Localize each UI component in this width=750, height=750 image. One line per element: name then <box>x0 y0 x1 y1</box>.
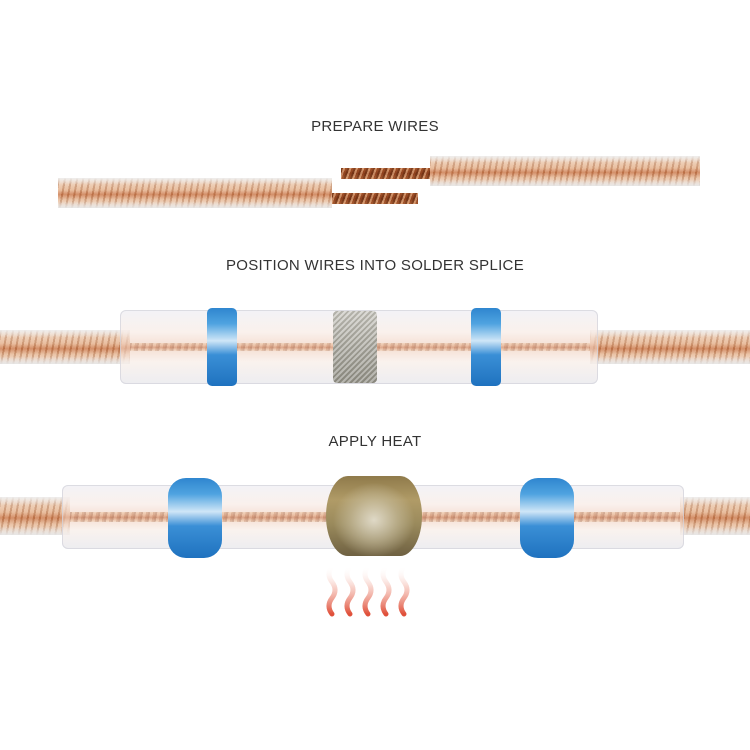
left-stripped-copper <box>332 193 418 204</box>
left-wire <box>0 497 70 535</box>
left-blue-sealing-ring <box>207 308 237 386</box>
right-blue-sealing-ring <box>471 308 501 386</box>
right-blue-sealing-ring <box>520 478 574 558</box>
step-1-label: PREPARE WIRES <box>311 118 439 135</box>
heat-waves-icon <box>318 562 428 620</box>
left-blue-sealing-ring <box>168 478 222 558</box>
right-stripped-copper <box>341 168 431 179</box>
right-wire <box>590 330 750 364</box>
left-wire <box>0 330 130 364</box>
right-insulated-wire <box>430 156 700 186</box>
step-3-label: APPLY HEAT <box>328 433 422 450</box>
step-2-label: POSITION WIRES INTO SOLDER SPLICE <box>225 257 524 274</box>
left-insulated-wire <box>58 178 332 208</box>
melted-solder-band <box>326 476 422 556</box>
right-wire <box>680 497 750 535</box>
solder-band <box>333 311 377 383</box>
